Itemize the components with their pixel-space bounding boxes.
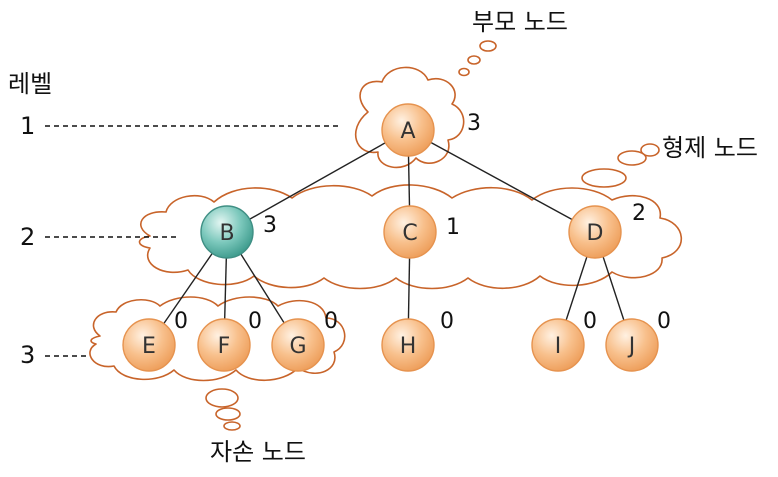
edge-a-b <box>226 129 409 233</box>
sibling-cloud <box>138 184 683 290</box>
level-1-label: 1 <box>20 112 35 140</box>
child-bubble-3 <box>223 421 241 431</box>
node-e: E <box>122 318 176 372</box>
sibling-bubble-1 <box>640 143 660 157</box>
degree-h: 0 <box>440 309 454 334</box>
node-b: B <box>200 205 254 259</box>
sibling-bubble-2 <box>617 150 647 166</box>
child-bubble-1 <box>205 388 239 408</box>
level-heading: 레벨 <box>8 70 52 98</box>
node-i-label: I <box>555 334 562 359</box>
degree-e: 0 <box>174 309 188 334</box>
parent-node-callout: 부모 노드 <box>472 8 568 36</box>
degree-j: 0 <box>657 309 671 334</box>
node-d: D <box>568 205 622 259</box>
child-bubble-2 <box>215 407 241 421</box>
node-a: A <box>381 103 435 157</box>
degree-c: 1 <box>446 215 460 240</box>
degree-d: 2 <box>632 201 646 226</box>
parent-bubble-3 <box>458 67 470 77</box>
node-c-label: C <box>402 221 417 246</box>
node-b-label: B <box>219 221 234 246</box>
degree-a: 3 <box>467 111 481 136</box>
sibling-bubble-3 <box>581 168 627 188</box>
degree-g: 0 <box>324 309 338 334</box>
sibling-node-callout: 형제 노드 <box>662 134 758 162</box>
node-f-label: F <box>218 334 231 359</box>
node-j: J <box>605 318 659 372</box>
node-f: F <box>197 318 251 372</box>
level-3-label: 3 <box>20 341 35 369</box>
node-g-label: G <box>289 334 306 359</box>
node-g: G <box>271 318 325 372</box>
node-j-label: J <box>627 334 636 359</box>
child-node-callout: 자손 노드 <box>210 438 306 466</box>
node-h: H <box>381 318 435 372</box>
node-d-label: D <box>587 221 604 246</box>
parent-cloud <box>355 66 465 169</box>
parent-bubble-2 <box>467 55 481 65</box>
node-c: C <box>383 205 437 259</box>
degree-b: 3 <box>263 213 277 238</box>
degree-f: 0 <box>248 309 262 334</box>
parent-bubble-1 <box>479 40 497 52</box>
child-cloud <box>89 296 346 382</box>
node-a-label: A <box>400 119 415 144</box>
level-2-label: 2 <box>20 223 35 251</box>
node-h-label: H <box>400 334 417 359</box>
degree-i: 0 <box>583 309 597 334</box>
node-e-label: E <box>142 334 156 359</box>
node-i: I <box>531 318 585 372</box>
edge-a-d <box>407 129 596 233</box>
